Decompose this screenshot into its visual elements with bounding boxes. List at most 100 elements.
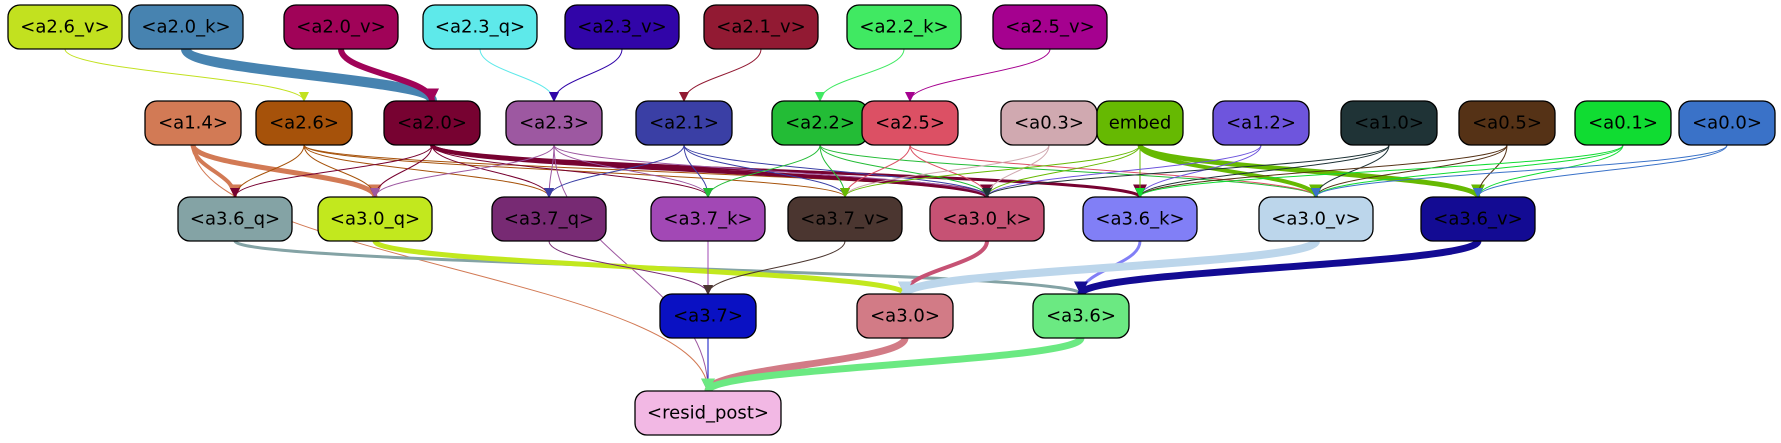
edge-a3-7-q-to-a3-7 [548, 240, 713, 295]
node-a2-6-v: <a2.6_v> [7, 4, 123, 50]
node-label: <a2.2> [785, 113, 855, 134]
node-box [564, 4, 680, 50]
node-box [383, 100, 481, 146]
node-a0-3: <a0.3> [1000, 100, 1098, 146]
node-a3-6-q: <a3.6_q> [177, 196, 293, 242]
edge-a2-1-to-a3-0-k [683, 144, 992, 198]
node-box [634, 390, 782, 436]
edge-a0-5-to-a3-0-v [1311, 144, 1508, 198]
node-a3-0-k: <a3.0_k> [929, 196, 1045, 242]
edge-a2-3-q-to-a2-3 [479, 48, 559, 102]
node-a2-0-v: <a2.0_v> [283, 4, 399, 50]
edge-a2-2-to-a3-0-v [819, 144, 1321, 198]
node-label: <a2.1_v> [716, 17, 805, 38]
edge-a2-0-to-a3-6-q [230, 144, 433, 198]
node-label: <a1.0> [1354, 113, 1424, 134]
edge-a1-0-to-a3-0-k [982, 144, 1390, 198]
node-box [1212, 100, 1310, 146]
edge-a2-1-v-to-a2-1 [679, 48, 762, 102]
node-a2-2-k: <a2.2_k> [846, 4, 962, 50]
edge-a2-2-to-a3-0-k [819, 144, 992, 198]
edge-a0-1-to-a3-6-v [1473, 144, 1624, 198]
node-a2-0: <a2.0> [383, 100, 481, 146]
node-a2-1: <a2.1> [635, 100, 733, 146]
edge-a2-5-to-a3-7-v [840, 144, 911, 198]
node-box [144, 100, 242, 146]
node-a2-5-v: <a2.5_v> [992, 4, 1108, 50]
node-a2-3: <a2.3> [505, 100, 603, 146]
node-label: <a3.0> [870, 306, 940, 327]
node-label: <a2.0_k> [141, 17, 230, 38]
edge-a0-1-to-a3-0-v [1311, 144, 1624, 198]
node-a3-7-v: <a3.7_v> [787, 196, 903, 242]
node-box [283, 4, 399, 50]
node-resid-post: <resid_post> [634, 390, 782, 436]
node-a3-6-v: <a3.6_v> [1420, 196, 1536, 242]
edge-a3-0-q-to-a3-0 [372, 238, 912, 297]
node-a0-0: <a0.0> [1678, 100, 1776, 146]
node-box [659, 293, 757, 339]
edges-layer [64, 46, 1728, 394]
edge-embed-to-a3-6-v [1137, 143, 1485, 199]
edge-a2-3-to-a3-7-q [544, 144, 555, 198]
edge-a2-0-to-a3-7-k [431, 144, 713, 198]
edge-embed-to-a3-0-k [982, 144, 1141, 198]
node-a2-1-v: <a2.1_v> [703, 4, 819, 50]
node-label: <a3.7_q> [504, 209, 594, 230]
edge-a2-1-to-a3-7-q [544, 144, 685, 198]
node-box [1096, 100, 1184, 146]
node-box [7, 4, 123, 50]
node-box [491, 196, 607, 242]
node-a2-6: <a2.6> [255, 100, 353, 146]
edge-a2-2-k-to-a2-2 [815, 48, 905, 102]
node-label: <a3.7_v> [800, 209, 889, 230]
node-box [1574, 100, 1672, 146]
node-box [856, 293, 954, 339]
edge-a2-5-v-to-a2-5 [905, 48, 1051, 102]
node-box [992, 4, 1108, 50]
node-box [635, 100, 733, 146]
node-box [787, 196, 903, 242]
node-label: <a0.1> [1588, 113, 1658, 134]
node-a3-0-v: <a3.0_v> [1258, 196, 1374, 242]
node-a3-7-k: <a3.7_k> [650, 196, 766, 242]
node-label: <a2.0_v> [296, 17, 385, 38]
node-label: <a3.0_k> [942, 209, 1031, 230]
node-a2-3-v: <a2.3_v> [564, 4, 680, 50]
node-box [929, 196, 1045, 242]
edge-a2-2-to-a3-7-k [703, 144, 821, 198]
node-label: <a3.6> [1046, 306, 1116, 327]
node-label: <a3.0_v> [1271, 209, 1360, 230]
edge-a0-0-to-a3-0-v [1311, 144, 1728, 198]
edge-a3-6-to-resid-post [701, 335, 1085, 394]
edge-a2-0-v-to-a2-0 [338, 48, 439, 103]
node-a3-6: <a3.6> [1032, 293, 1130, 339]
edge-a2-3-to-a3-0-q [370, 144, 555, 198]
edge-a0-3-to-a3-7-v [840, 144, 1050, 198]
edge-a2-3-to-a3-7-k [553, 144, 713, 198]
edge-a2-6-to-a3-7-q [303, 144, 554, 198]
node-label: <a2.1> [649, 113, 719, 134]
node-a2-5: <a2.5> [861, 100, 959, 146]
node-a2-3-q: <a2.3_q> [422, 4, 538, 50]
node-label: <a2.3_v> [577, 17, 666, 38]
node-box [703, 4, 819, 50]
node-a0-5: <a0.5> [1458, 100, 1556, 146]
node-box [1082, 196, 1198, 242]
edge-a1-0-to-a3-6-k [1135, 144, 1390, 198]
edge-a3-7-v-to-a3-7 [703, 240, 846, 295]
edge-a0-0-to-a3-6-v [1473, 144, 1728, 198]
node-label: <a3.6_k> [1095, 209, 1184, 230]
node-box [317, 196, 433, 242]
node-box [255, 100, 353, 146]
node-a3-7: <a3.7> [659, 293, 757, 339]
node-box [505, 100, 603, 146]
node-box [650, 196, 766, 242]
edge-a1-2-to-a3-0-k [982, 144, 1262, 198]
node-label: <a3.0_q> [330, 209, 420, 230]
node-box [128, 4, 244, 50]
node-box [177, 196, 293, 242]
node-label: <a3.6_q> [190, 209, 280, 230]
edge-a3-6-v-to-a3-6 [1074, 237, 1482, 298]
node-a3-6-k: <a3.6_k> [1082, 196, 1198, 242]
